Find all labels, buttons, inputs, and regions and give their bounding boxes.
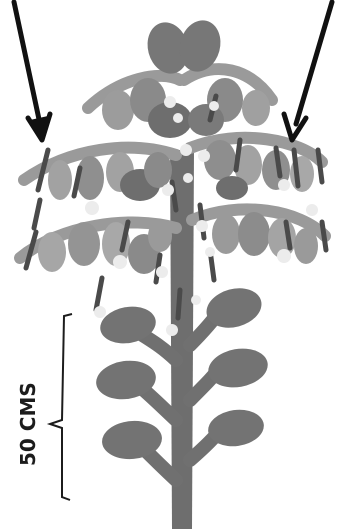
mid-left-leaf-1	[48, 160, 72, 200]
low-right-leaf-1	[212, 214, 240, 254]
low-left-leaf-2	[68, 222, 100, 266]
bud	[94, 306, 106, 318]
bud	[156, 266, 168, 278]
scale-label: 50 CMS	[16, 382, 40, 466]
mid-right-leaf-1	[204, 140, 236, 180]
bud	[180, 144, 192, 156]
bud	[196, 220, 208, 232]
scale-bracket	[50, 314, 72, 500]
bud	[183, 173, 193, 183]
bud	[205, 247, 215, 257]
bud	[85, 201, 99, 215]
bud	[164, 96, 176, 108]
pod	[178, 290, 180, 318]
bud	[166, 324, 178, 336]
top-leaf-6	[188, 104, 224, 136]
bud	[209, 101, 219, 111]
bud	[162, 184, 174, 196]
low-right-leaf-4	[294, 228, 318, 264]
bud	[173, 113, 183, 123]
top-leaf-1	[102, 90, 134, 130]
low-left-leaf-1	[38, 232, 66, 272]
low-right-leaf-2	[238, 212, 270, 256]
mid-right-leaf-5	[216, 176, 248, 200]
bud	[306, 204, 318, 216]
left-arrow	[14, 2, 50, 140]
bud	[277, 249, 291, 263]
low-left-leaf-5	[148, 220, 172, 252]
mid-left-leaf-5	[144, 152, 172, 188]
bud	[198, 150, 210, 162]
bud	[278, 179, 290, 191]
bud	[191, 295, 201, 305]
right-arrow	[284, 2, 332, 140]
pod	[34, 200, 40, 228]
lower-right-leaf-2	[205, 344, 271, 392]
pod	[96, 278, 102, 310]
bud	[113, 255, 127, 269]
pod	[322, 222, 326, 250]
top-leaf-4	[242, 90, 270, 126]
